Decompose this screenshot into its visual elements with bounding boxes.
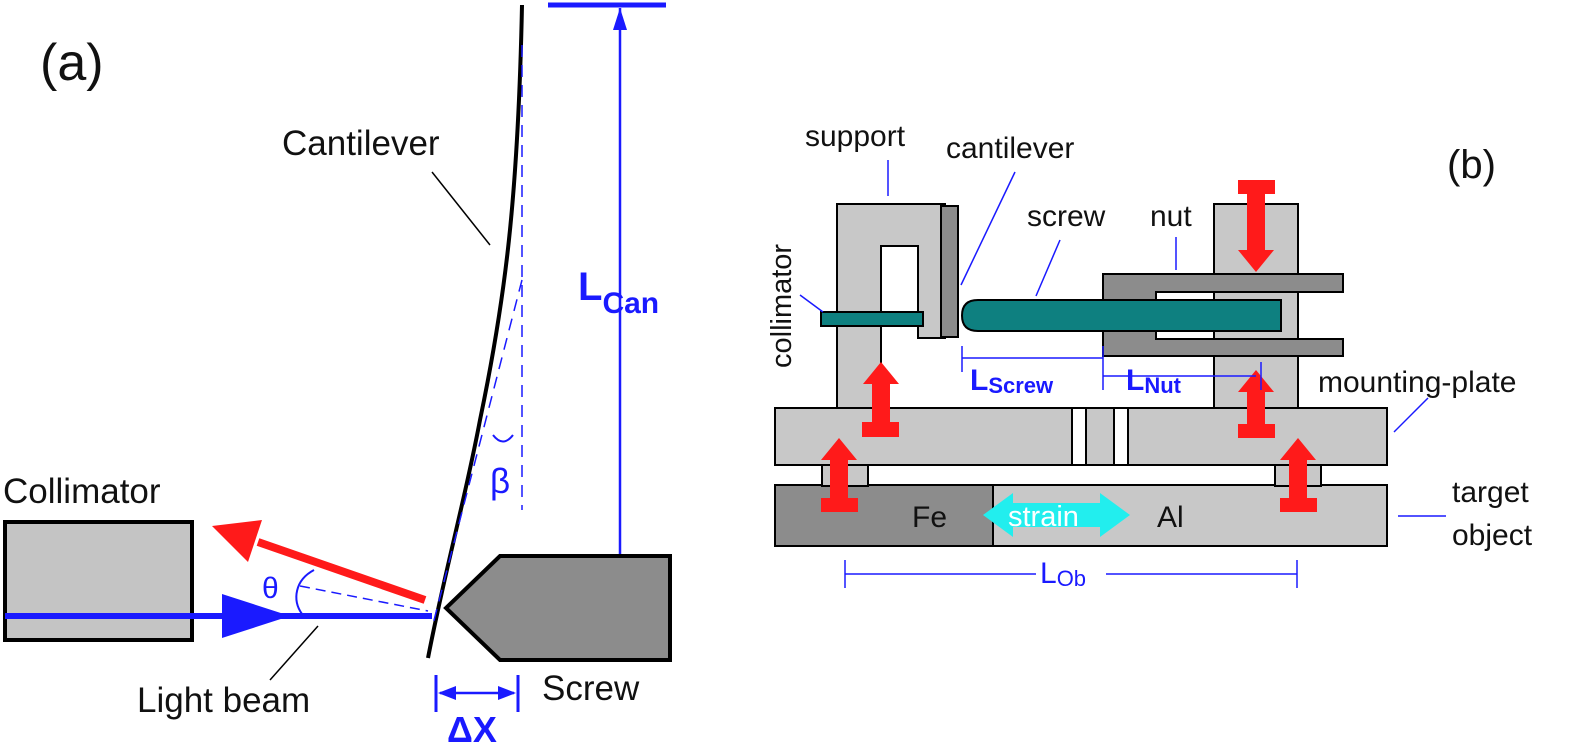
l-ob-dimension: LOb xyxy=(844,557,1298,591)
cantilever-bent xyxy=(426,4,524,659)
screw-rod xyxy=(960,299,1282,332)
screw-body xyxy=(443,554,672,662)
delta-x-dimension: ΔX xyxy=(434,675,520,746)
l-ob-subscript: Ob xyxy=(1057,566,1086,591)
cantilever-label: Cantilever xyxy=(282,124,440,163)
plate-slot-gap-1 xyxy=(1073,409,1085,464)
l-nut-dimension: LNut xyxy=(1103,362,1262,398)
target-object-label: target object xyxy=(1452,476,1537,552)
fe-label: Fe xyxy=(912,501,947,534)
beta-angle-arc xyxy=(492,434,514,443)
cantilever-b-leader xyxy=(960,171,1016,286)
light-beam-arrowhead xyxy=(222,594,290,638)
collimator-leader xyxy=(799,294,824,313)
l-screw-main: L xyxy=(970,364,988,397)
beta-symbol: β xyxy=(490,462,510,501)
l-nut-main: L xyxy=(1126,364,1144,397)
collimator-rod xyxy=(820,311,924,327)
l-can-subscript: Can xyxy=(602,287,659,320)
strain-arrow xyxy=(983,493,1130,537)
screw-label: Screw xyxy=(542,669,640,708)
light-beam-label: Light beam xyxy=(137,681,310,720)
l-screw-dimension: LScrew xyxy=(961,346,1104,398)
red-arrow-left-lower xyxy=(821,438,858,512)
l-can-dimension: LCan xyxy=(540,2,666,614)
cantilever-b-label: cantilever xyxy=(946,132,1074,165)
screw-b-leader xyxy=(1035,239,1061,297)
red-arrow-support xyxy=(862,362,899,437)
plate-slot-gap-2 xyxy=(1115,409,1127,464)
reflected-beam-line xyxy=(256,538,427,604)
theta-angle-arc xyxy=(295,569,315,615)
panel-a-tag: (a) xyxy=(40,34,104,92)
panel-b: (b) Fe Al strain mounting-plate support … xyxy=(766,120,1537,591)
support-label: support xyxy=(805,120,906,153)
nut-label: nut xyxy=(1150,200,1192,233)
l-screw-subscript: Screw xyxy=(988,373,1054,398)
red-arrow-right-lower xyxy=(1280,438,1317,512)
red-arrow-right-post xyxy=(1238,370,1275,438)
theta-symbol: θ xyxy=(262,572,279,605)
target-object-line2: object xyxy=(1452,519,1533,552)
panel-a: (a) LCan Cantilever β Collimator Light b… xyxy=(3,2,672,746)
l-can-arrowhead-top xyxy=(613,8,627,30)
reflected-dashed xyxy=(299,585,429,612)
reflected-beam-arrowhead xyxy=(212,520,262,562)
target-object-line1: target xyxy=(1452,476,1529,509)
collimator-label: Collimator xyxy=(3,472,161,511)
collimator-b-label: collimator xyxy=(766,244,798,368)
delta-x-label: ΔX xyxy=(447,709,497,746)
l-can-label: LCan xyxy=(578,265,659,320)
light-beam-leader xyxy=(269,625,319,681)
panel-b-tag: (b) xyxy=(1447,143,1496,187)
collimator-box xyxy=(3,520,194,642)
strain-label: strain xyxy=(1008,501,1079,533)
l-nut-label: LNut xyxy=(1126,364,1182,398)
l-ob-label: LOb xyxy=(1040,557,1086,591)
mounting-plate-leader xyxy=(1393,397,1429,433)
mounting-plate-label: mounting-plate xyxy=(1318,366,1516,399)
l-screw-label: LScrew xyxy=(970,364,1054,398)
target-object-fe xyxy=(774,484,994,547)
l-can-main: L xyxy=(578,265,602,309)
cantilever-leader xyxy=(431,171,491,246)
delta-x-arrowhead-left xyxy=(438,686,456,700)
delta-x-arrowhead-right xyxy=(498,686,516,700)
al-label: Al xyxy=(1157,501,1184,534)
red-arrow-top-right xyxy=(1238,180,1275,272)
cantilever-strip xyxy=(940,205,959,338)
l-ob-main: L xyxy=(1040,557,1057,590)
screw-b-label: screw xyxy=(1027,200,1106,233)
l-nut-subscript: Nut xyxy=(1144,373,1181,398)
